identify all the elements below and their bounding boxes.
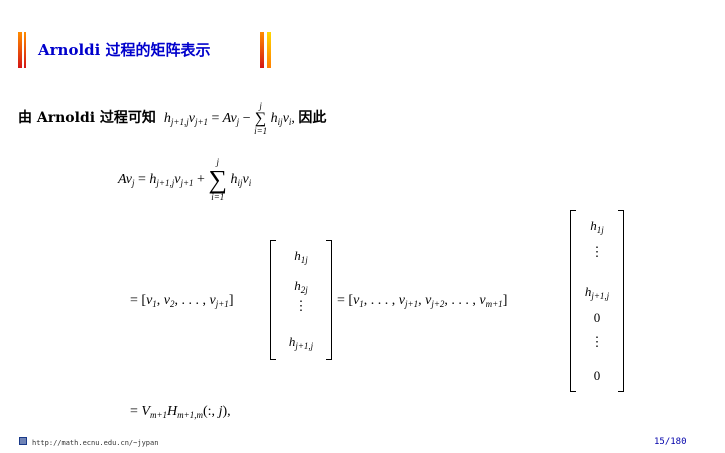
intro-prefix: 由 Arnoldi 过程可知 — [18, 110, 156, 127]
slide-title: Arnoldi 过程的矩阵表示 — [38, 41, 211, 59]
arnoldi-relation: hj+1,jvj+1 = Avj − j∑i=1 hijvi, — [160, 101, 295, 136]
equation-matrix-form-2: = [v1, . . . , vj+1, vj+2, . . . , vm+1] — [337, 293, 508, 309]
university-logo-icon — [19, 437, 27, 445]
footer-url[interactable]: http://math.ecnu.edu.cn/~jypan — [32, 439, 159, 447]
intro-suffix: 因此 — [298, 110, 327, 127]
column-vector-h-extended: h1j ⋮ hj+1,j 0 ⋮ 0 — [570, 210, 624, 392]
column-vector-h: h1j h2j ⋮ hj+1,j — [270, 240, 332, 360]
title-bar-left-thin — [24, 32, 26, 68]
sum-symbol: j∑i=1 — [254, 101, 268, 136]
title-bar-right — [260, 32, 264, 68]
title-bar-right-thin — [267, 32, 271, 68]
intro-line: 由 Arnoldi 过程可知 hj+1,jvj+1 = Avj − j∑i=1 … — [18, 102, 326, 136]
equation-matrix-form-1: = [v1, v2, . . . , vj+1] — [130, 293, 234, 309]
equation-final: = Vm+1Hm+1,m(:, j), — [130, 404, 231, 420]
equation-av-j: Avj = hj+1,jvj+1 + j∑i=1 hijvi — [118, 157, 252, 202]
sum-symbol-large: j∑i=1 — [208, 157, 227, 202]
page-number: 15/180 — [654, 437, 687, 447]
title-bar-left — [18, 32, 22, 68]
